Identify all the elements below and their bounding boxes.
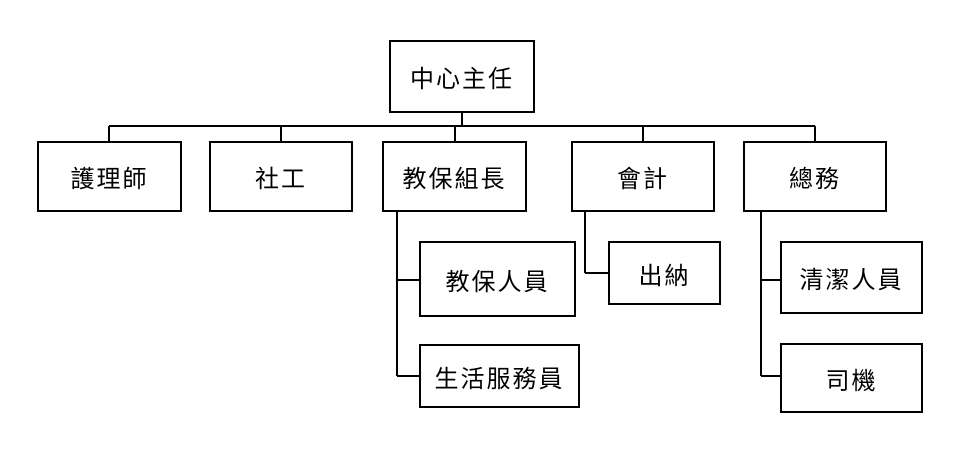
child-node-driver: 司機 bbox=[780, 343, 923, 413]
dept-node-accounting: 會計 bbox=[571, 141, 715, 212]
dept-node-education-lead: 教保組長 bbox=[382, 141, 527, 212]
child-node-cashier: 出納 bbox=[608, 241, 721, 305]
child-node-caregiver: 教保人員 bbox=[419, 241, 576, 317]
dept-node-general-affairs: 總務 bbox=[743, 141, 887, 212]
child-node-life-service: 生活服務員 bbox=[419, 344, 580, 408]
child-node-cleaner: 清潔人員 bbox=[780, 241, 923, 314]
dept-node-nurse: 護理師 bbox=[37, 141, 182, 212]
dept-node-social-worker: 社工 bbox=[209, 141, 353, 212]
root-node: 中心主任 bbox=[389, 40, 535, 113]
